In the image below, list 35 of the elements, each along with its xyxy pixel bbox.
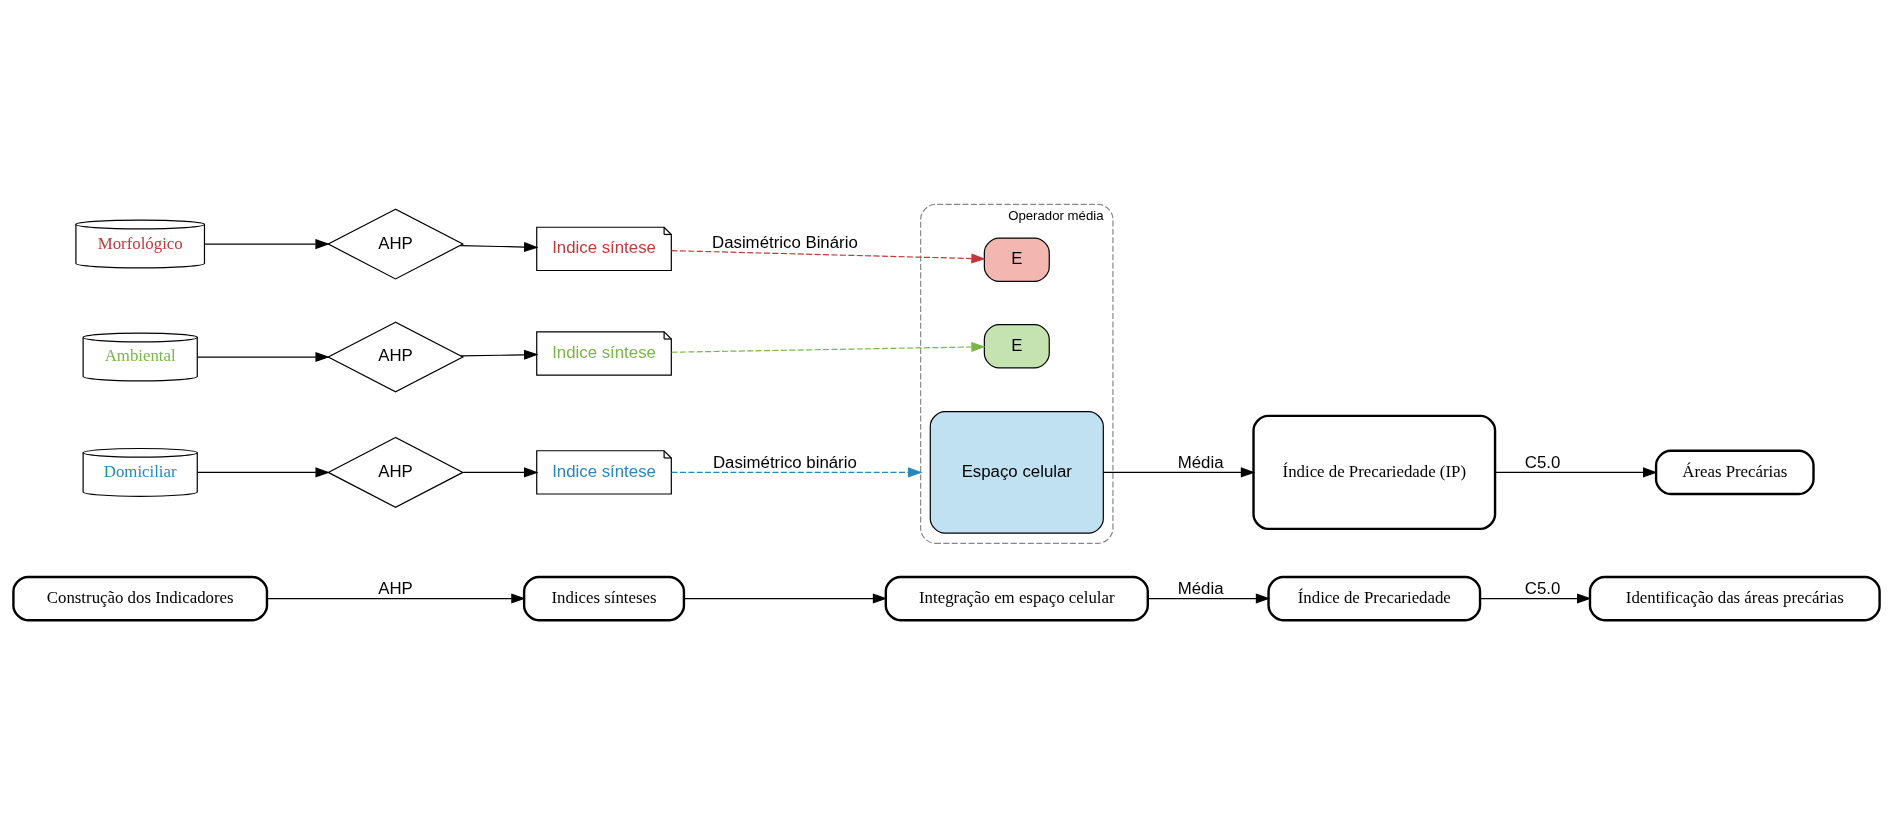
edge-label: Média (1177, 452, 1224, 472)
arrow (1479, 593, 1592, 604)
node-box: E (983, 237, 1050, 282)
node-box: Áreas Precárias (1654, 449, 1815, 496)
node-box: Construção dos Indicadores (12, 575, 269, 622)
node-box: Indices sínteses (522, 575, 686, 622)
edge-label: AHP (378, 579, 413, 598)
arrow (462, 467, 539, 478)
arrow (459, 242, 539, 253)
arrow (1147, 593, 1271, 604)
node-box: Integração em espaço celular (884, 575, 1149, 622)
arrow (671, 250, 986, 264)
arrow (671, 467, 923, 478)
arrow (1494, 467, 1658, 478)
node-box: Identificação das áreas precárias (1588, 575, 1881, 622)
arrow (203, 239, 330, 250)
arrow (1102, 467, 1256, 478)
arrow (266, 593, 526, 604)
edge-label: C5.0 (1524, 579, 1561, 598)
edge-label: C5.0 (1524, 452, 1561, 472)
node-diamond: AHP (326, 321, 465, 393)
arrow (671, 341, 986, 353)
node-diamond: AHP (326, 208, 465, 280)
arrow (196, 351, 330, 363)
arrow (196, 467, 330, 478)
node-box: Índice de Precariedade (IP) (1252, 414, 1497, 531)
edge-label: Média (1177, 579, 1224, 598)
node-diamond: AHP (326, 436, 465, 508)
edge-label: Dasimétrico Binário (711, 232, 858, 252)
node-box: Espaço celular (929, 411, 1104, 534)
edge-label: Dasimétrico binário (712, 452, 857, 472)
node-box: Índice de Precariedade (1267, 575, 1482, 622)
arrow (683, 593, 888, 604)
arrow (460, 349, 539, 360)
node-box: E (983, 324, 1050, 369)
